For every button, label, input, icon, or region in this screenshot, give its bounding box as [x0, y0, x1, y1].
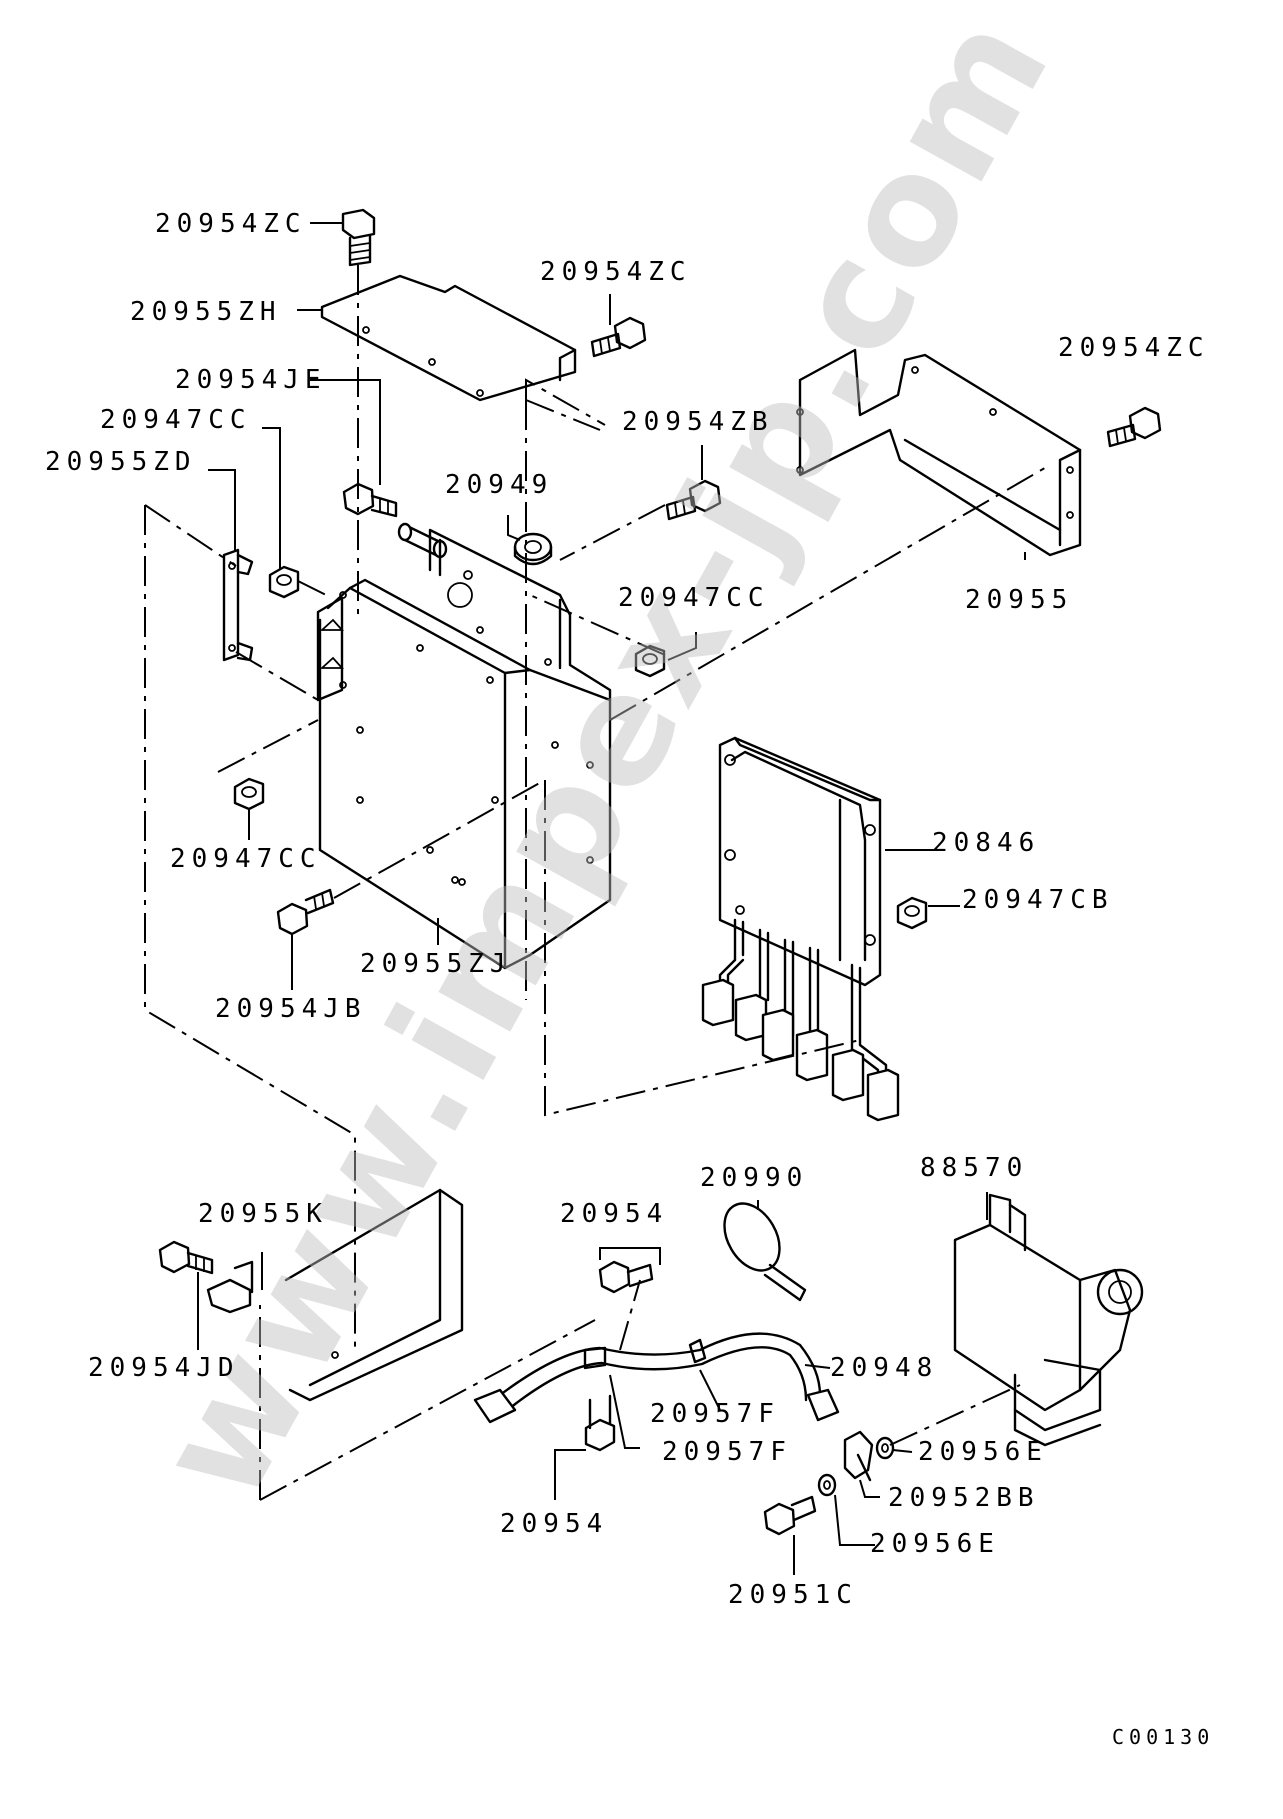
strip-20955ZD: [222, 548, 254, 662]
label-20954ZC-top: 20954ZC: [155, 209, 307, 239]
nut-20947CC-low: [233, 777, 265, 811]
bolt-20954ZC-top: [341, 208, 376, 267]
label-20955: 20955: [965, 585, 1073, 615]
washer-20956E-left: [817, 1473, 837, 1497]
label-20955ZD: 20955ZD: [45, 447, 197, 477]
center-line: [619, 1279, 641, 1351]
label-20954-upper: 20954: [560, 1199, 668, 1229]
label-20947CC-mid: 20947CC: [618, 583, 770, 613]
label-20954ZC-right: 20954ZC: [1058, 333, 1210, 363]
center-line: [259, 1319, 596, 1501]
bolt-20954JD: [158, 1240, 214, 1275]
label-20954JD: 20954JD: [88, 1353, 240, 1383]
label-20952BB: 20952BB: [888, 1483, 1040, 1513]
bolt-20954ZB: [665, 479, 722, 521]
drawing-code: C00130: [1112, 1725, 1214, 1749]
valve-assembly-88570: [953, 1193, 1144, 1447]
label-20947CC-left: 20947CC: [100, 405, 252, 435]
bolt-20954-lower: [584, 1394, 616, 1452]
center-line: [297, 580, 329, 597]
center-line: [333, 779, 546, 899]
center-line: [144, 504, 237, 567]
nut-20947CC-left: [268, 565, 300, 599]
label-20990: 20990: [700, 1163, 808, 1193]
label-20947CB: 20947CB: [962, 885, 1114, 915]
washer-20956E-right: [875, 1436, 895, 1460]
center-line: [559, 504, 666, 561]
center-line: [144, 505, 356, 1350]
bolt-20951C: [763, 1495, 817, 1536]
label-20955ZJ: 20955ZJ: [360, 949, 512, 979]
label-20955K: 20955K: [198, 1199, 328, 1229]
bracket-20955: [796, 348, 1082, 557]
label-20955ZH: 20955ZH: [130, 297, 282, 327]
label-20957F-lower: 20957F: [662, 1437, 792, 1467]
label-20956E-right: 20956E: [918, 1437, 1048, 1467]
cable-tie-20990: [723, 1202, 807, 1302]
center-line: [217, 719, 319, 773]
label-20957F-upper: 20957F: [650, 1399, 780, 1429]
label-88570: 88570: [920, 1153, 1028, 1183]
label-20954JE: 20954JE: [175, 365, 327, 395]
center-line: [525, 399, 601, 431]
bolt-20954-upper: [598, 1260, 654, 1294]
center-line: [235, 651, 319, 701]
label-20956E-left: 20956E: [870, 1529, 1000, 1559]
harness-20948: [473, 1332, 840, 1424]
label-20846: 20846: [932, 828, 1040, 858]
ecu-unit-20846: [701, 736, 900, 1122]
label-20954-lower: 20954: [500, 1509, 608, 1539]
bolt-20954JB: [276, 888, 335, 936]
bolt-20954ZC-mid: [590, 316, 647, 358]
nut-20947CC-mid: [634, 644, 666, 678]
center-line: [529, 594, 666, 656]
center-line: [609, 464, 1051, 721]
leader-lines: [197, 222, 1026, 1575]
clamp-20955K: [206, 1260, 254, 1314]
center-line: [889, 1384, 1021, 1446]
label-20947CC-low: 20947CC: [170, 844, 322, 874]
box-housing-20955ZJ: [316, 528, 612, 970]
plate-lower-left: [284, 1188, 464, 1402]
label-20954ZC-mid: 20954ZC: [540, 257, 692, 287]
label-20951C: 20951C: [728, 1580, 858, 1610]
center-line: [544, 780, 861, 1117]
label-20954ZB: 20954ZB: [622, 407, 774, 437]
bolt-20954ZC-right: [1106, 406, 1162, 448]
nut-20947CB: [896, 896, 928, 930]
label-20948: 20948: [830, 1353, 938, 1383]
bolt-20954JE: [342, 482, 398, 518]
center-line: [525, 378, 606, 426]
bracket-20952BB: [843, 1430, 874, 1482]
washer-20949: [513, 532, 553, 566]
label-20954JB: 20954JB: [215, 994, 367, 1024]
label-20949: 20949: [445, 470, 553, 500]
cover-20955ZH: [320, 274, 577, 402]
